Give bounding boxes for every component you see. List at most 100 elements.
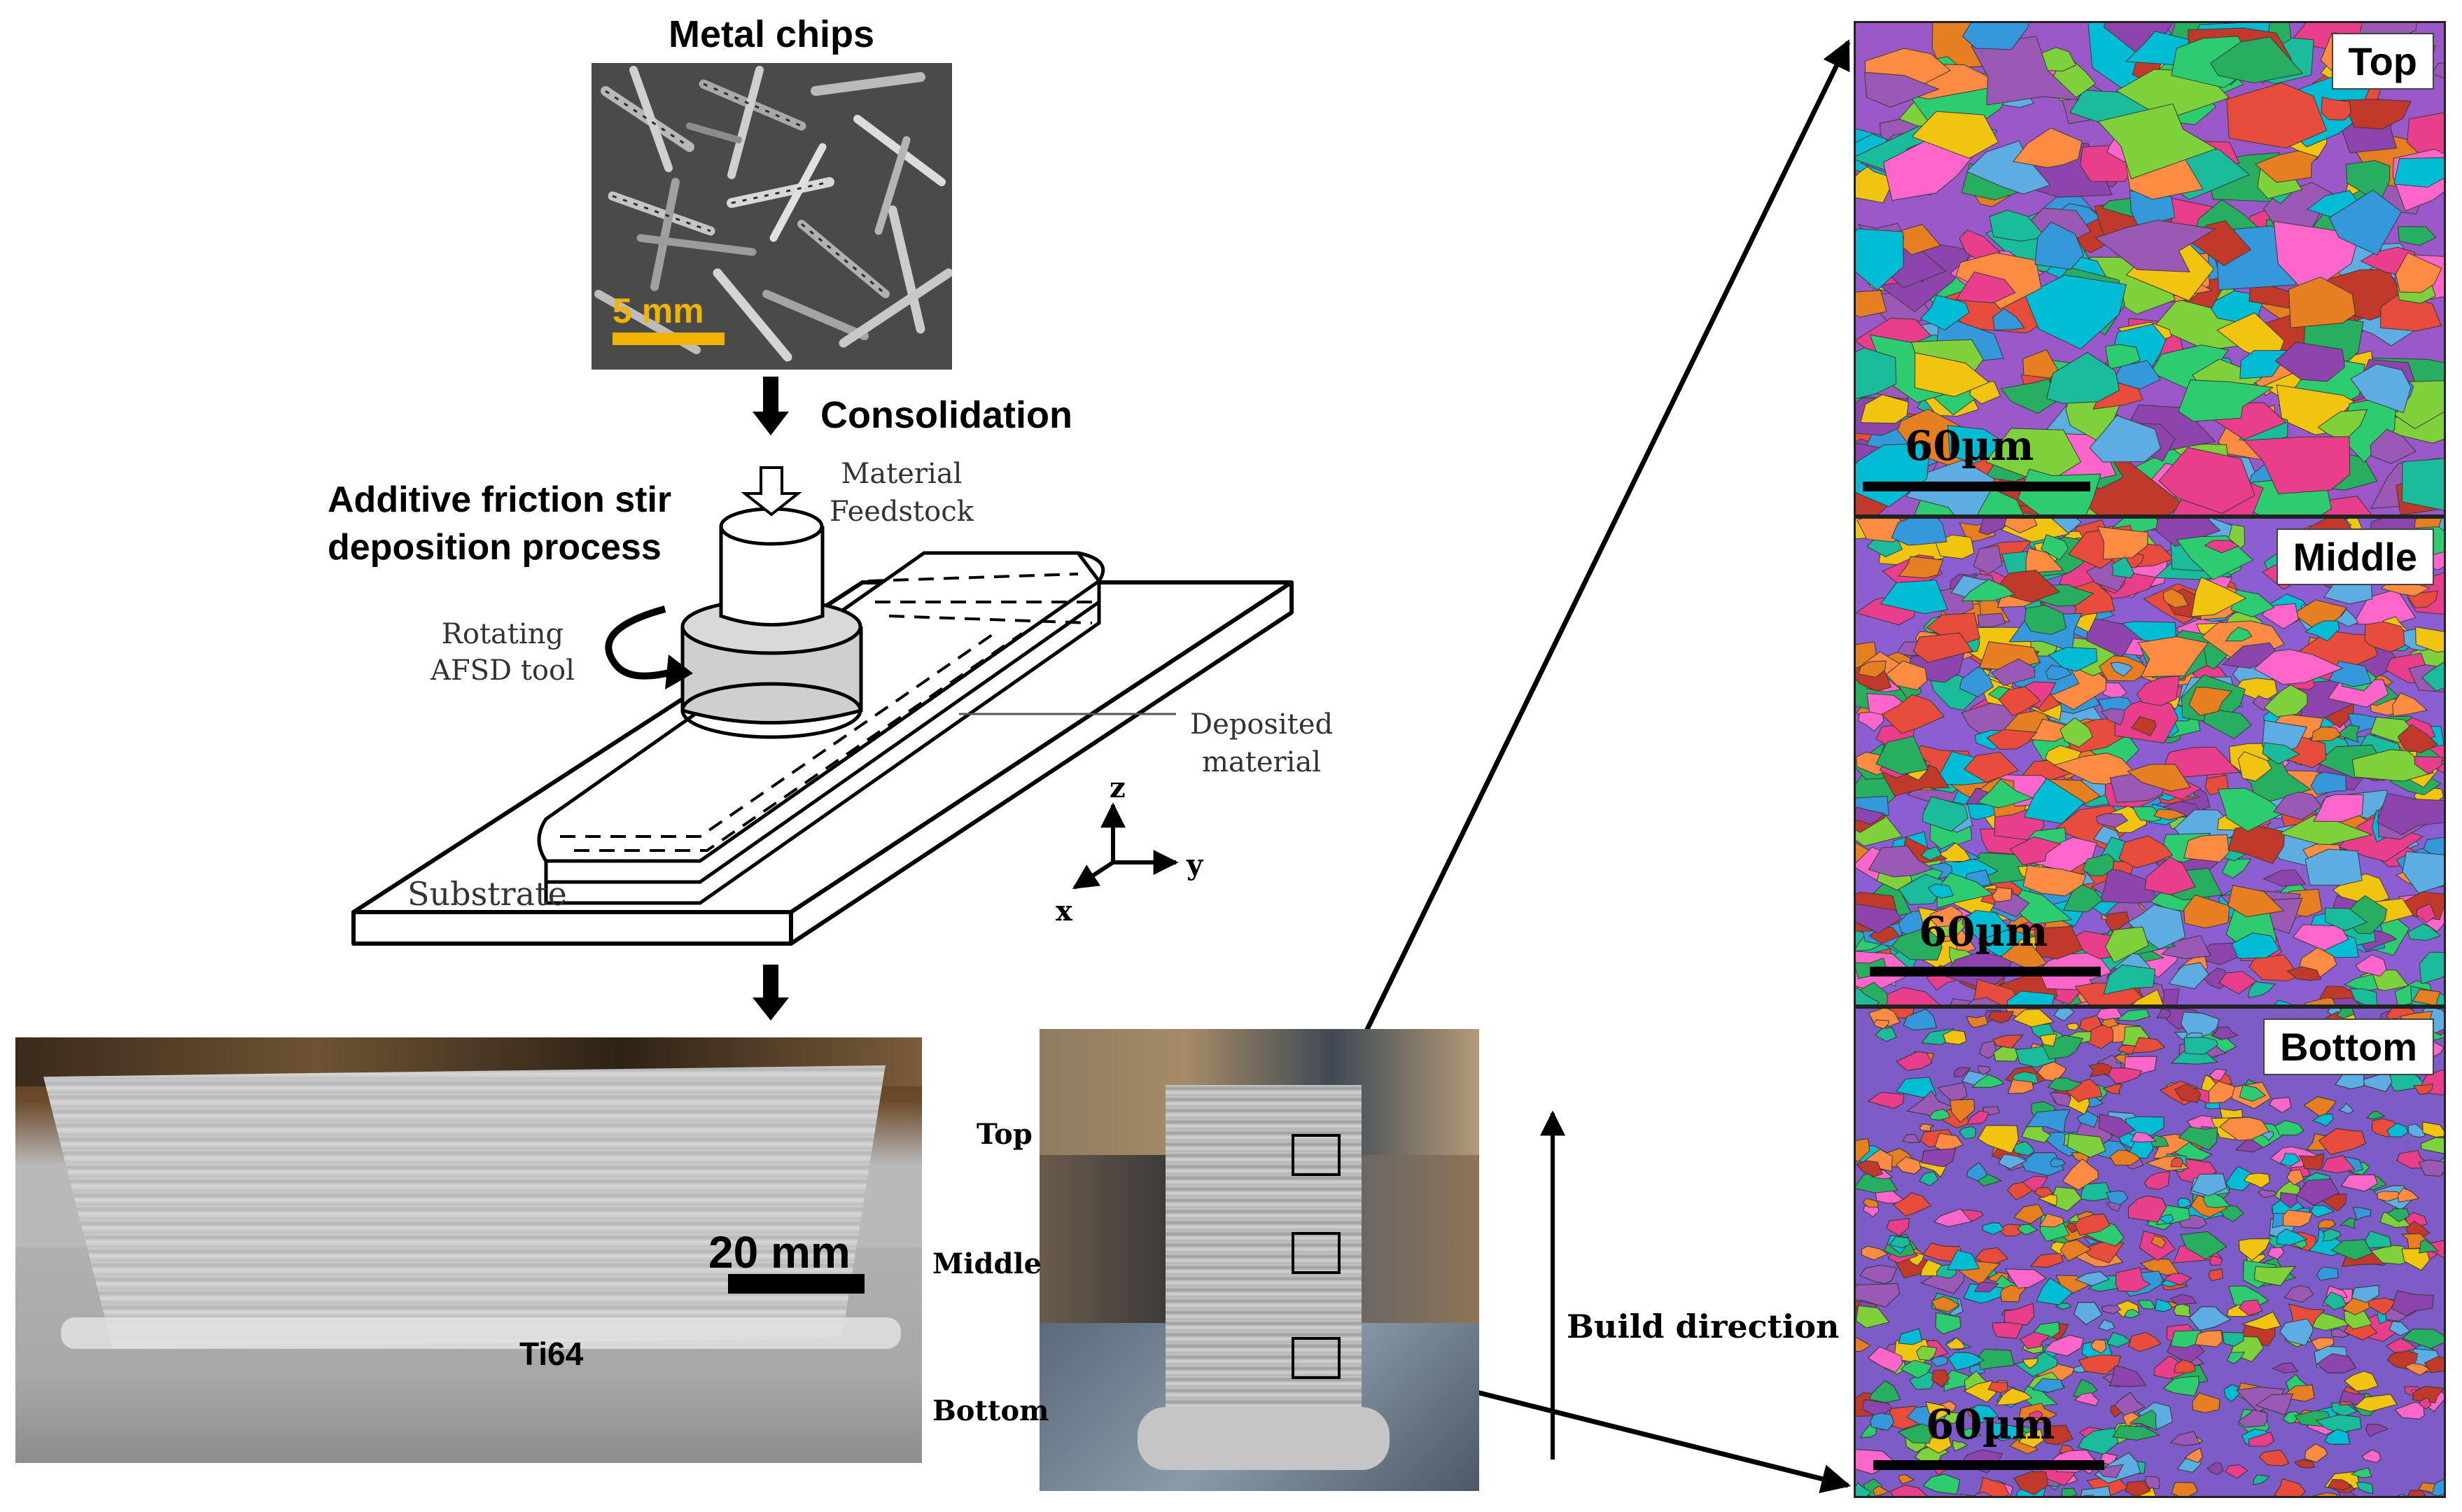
- ebsd-grain: [2097, 1464, 2124, 1478]
- ebsd-grain: [2097, 1319, 2115, 1331]
- ebsd-grain: [2066, 1023, 2080, 1031]
- ebsd-grain: [2003, 1303, 2035, 1326]
- ebsd-grain: [1898, 1474, 1915, 1485]
- ebsd-grain: [2080, 1182, 2113, 1202]
- ebsd-grain: [1867, 1346, 1903, 1373]
- ebsd-grain: [2218, 971, 2258, 995]
- ebsd-grain: [2351, 749, 2435, 782]
- ebsd-grain: [1966, 1110, 1989, 1125]
- ebsd-grain: [1858, 711, 1884, 732]
- ebsd-grain: [1868, 1380, 1901, 1404]
- ebsd-grain: [2238, 1299, 2263, 1316]
- ebsd-grain: [2316, 1353, 2357, 1373]
- ebsd-grain: [2274, 1120, 2304, 1135]
- wall-middle-label: Middle: [932, 1247, 1042, 1280]
- ebsd-grain: [2248, 1432, 2275, 1447]
- ebsd-grain: [2110, 662, 2133, 677]
- ebsd-grain: [2043, 1424, 2073, 1446]
- ebsd-grain: [1927, 883, 1954, 899]
- ebsd-grain: [2210, 36, 2304, 84]
- ebsd-grain: [2013, 1471, 2049, 1495]
- ebsd-grain: [1966, 1162, 1988, 1182]
- ebsd-grain: [2296, 1178, 2339, 1206]
- ebsd-grain: [2418, 1482, 2436, 1493]
- ebsd-grain: [2034, 925, 2083, 960]
- ebsd-grain: [2103, 964, 2156, 995]
- metal-chips-photo: 5 mm: [592, 63, 952, 370]
- ebsd-grain: [2125, 1480, 2151, 1496]
- sample-scale-bar: [728, 1274, 865, 1294]
- ebsd-grain: [1992, 308, 2025, 330]
- ebsd-grain: [2013, 1203, 2045, 1224]
- ebsd-grain: [2330, 1328, 2350, 1338]
- ebsd-grain: [1862, 1198, 1879, 1208]
- ebsd-grain: [2208, 1268, 2223, 1282]
- ebsd-grain: [1898, 556, 1944, 579]
- ebsd-grain: [2416, 903, 2436, 923]
- ebsd-grain: [2386, 1338, 2417, 1353]
- ebsd-grain: [2225, 626, 2253, 642]
- ebsd-grain: [1891, 519, 1947, 546]
- ebsd-grain: [2082, 853, 2115, 876]
- ebsd-grain: [1856, 1337, 1871, 1352]
- ebsd-grain: [1989, 1422, 2031, 1441]
- ebsd-top-scale-label: 60µm: [1905, 422, 2034, 470]
- ebsd-grain: [1859, 1264, 1898, 1284]
- ebsd-grain: [1971, 36, 2080, 106]
- ebsd-bottom-scale-bar: [1873, 1460, 2104, 1470]
- build-direction-label: Build direction: [1567, 1308, 1840, 1345]
- ebsd-grain: [1998, 519, 2038, 533]
- ebsd-grain: [2208, 1080, 2235, 1104]
- ebsd-grain: [2279, 1318, 2314, 1346]
- feed-arrow: [741, 466, 802, 517]
- ebsd-grain: [1928, 905, 1963, 927]
- ebsd-grain: [1919, 295, 1970, 330]
- ebsd-grain: [2322, 1228, 2342, 1242]
- ebsd-grain: [2212, 1026, 2239, 1040]
- ebsd-grain: [2404, 1362, 2430, 1376]
- ebsd-grain: [2100, 708, 2125, 726]
- ebsd-grain: [2090, 1339, 2107, 1354]
- ebsd-grain: [1996, 1387, 2033, 1406]
- ebsd-grain: [1919, 1171, 1939, 1186]
- ebsd-grain: [2170, 1157, 2184, 1168]
- consolidation-label: Consolidation: [820, 394, 1072, 436]
- ebsd-grain: [2282, 1210, 2313, 1227]
- ebsd-grain: [1971, 1074, 2005, 1088]
- ebsd-grain: [1998, 686, 2041, 717]
- ebsd-middle-scale-label: 60µm: [1919, 908, 2048, 955]
- ebsd-grain: [2127, 1195, 2167, 1223]
- ebsd-grain: [2276, 1228, 2308, 1246]
- ebsd-grain: [2237, 751, 2272, 782]
- ebsd-grain: [2137, 636, 2209, 678]
- substrate-label: Substrate: [407, 875, 567, 913]
- ebsd-grain: [2218, 788, 2285, 832]
- ebsd-grain: [2144, 1476, 2160, 1490]
- ebsd-grain: [2153, 1355, 2185, 1380]
- ebsd-grain: [2101, 1305, 2122, 1315]
- ebsd-grain: [2241, 1311, 2281, 1331]
- ebsd-grain: [2422, 1121, 2444, 1138]
- build-wall-photo: [1040, 1029, 1479, 1491]
- ebsd-grain: [2356, 1482, 2374, 1494]
- ebsd-grain: [2243, 436, 2351, 495]
- ebsd-grain: [2398, 226, 2437, 246]
- ebsd-grain: [2396, 1494, 2406, 1496]
- ebsd-grain: [2420, 1137, 2444, 1154]
- ebsd-grain: [2288, 276, 2356, 328]
- ebsd-grain: [2192, 1392, 2220, 1413]
- ebsd-grain: [2262, 742, 2300, 764]
- ebsd-grain: [2370, 428, 2416, 464]
- ebsd-grain: [1944, 1412, 1963, 1424]
- ebsd-grains-top: [1856, 23, 2444, 514]
- ebsd-grain: [2407, 1490, 2426, 1496]
- ebsd-grain: [1856, 1282, 1901, 1308]
- ebsd-grain: [2118, 835, 2174, 869]
- ebsd-grain: [1901, 1134, 1921, 1144]
- ebsd-grain: [1856, 1482, 1872, 1496]
- ebsd-grain: [2127, 904, 2186, 950]
- ebsd-grain: [2150, 1235, 2167, 1249]
- ebsd-grain: [2209, 1068, 2227, 1081]
- ebsd-grain: [1976, 778, 2034, 808]
- material-label-line1: Material: [841, 458, 963, 490]
